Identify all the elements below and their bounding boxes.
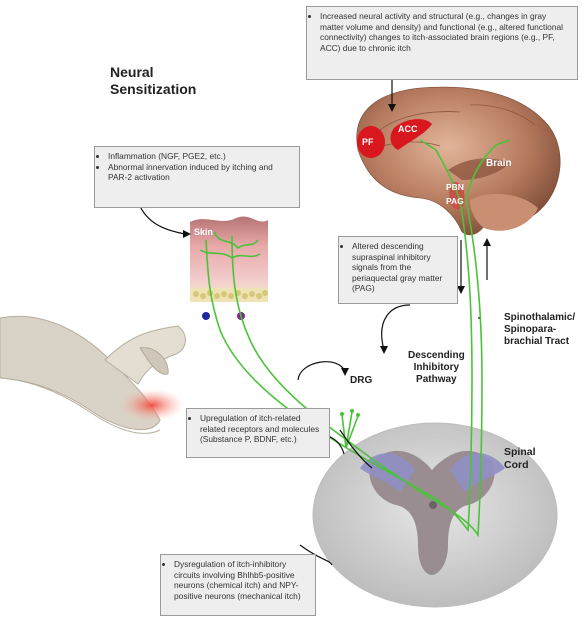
spinal-cord-line-2: Cord <box>504 459 536 472</box>
figure-title: Neural Sensitization <box>110 64 196 98</box>
arm-illustration <box>0 316 185 433</box>
note-descending: Altered descending supraspinal inhibitor… <box>338 236 458 304</box>
note-spinal-circuits: Dysregulation of itch-inhibitory circuit… <box>160 554 316 616</box>
brain-label: Brain <box>486 158 512 169</box>
acc-label: ACC <box>398 124 418 134</box>
nerve-endings <box>340 409 360 417</box>
note-skin: Inflammation (NGF, PGE2, etc.) Abnormal … <box>94 146 300 208</box>
skin-label: Skin <box>194 227 213 237</box>
pag-label: PAG <box>446 196 464 206</box>
spinal-cord-label: Spinal Cord <box>504 446 536 472</box>
note-skin-item-2: Abnormal innervation induced by itching … <box>108 162 293 183</box>
note-drg: Upregulation of itch-related related rec… <box>186 408 330 458</box>
pf-label: PF <box>362 137 374 147</box>
pbn-label: PBN <box>446 182 464 192</box>
descending-pathway-label: Descending Inhibitory Pathway <box>408 350 465 386</box>
tract-line-1: Spinothalamic/ <box>504 312 575 324</box>
drg-label: DRG <box>350 375 372 387</box>
tract-line-2: Spinopara- <box>504 324 575 336</box>
descending-line-3: Pathway <box>408 374 465 386</box>
note-brain-changes-item: Increased neural activity and structural… <box>320 11 571 53</box>
tract-label: Spinothalamic/ Spinopara- brachial Tract <box>504 312 575 348</box>
tract-line-3: brachial Tract <box>504 336 575 348</box>
note-brain-changes: Increased neural activity and structural… <box>306 6 578 80</box>
title-line-1: Neural <box>110 64 196 81</box>
spinal-cord-line-1: Spinal <box>504 446 536 459</box>
note-skin-item-1: Inflammation (NGF, PGE2, etc.) <box>108 151 293 162</box>
title-line-2: Sensitization <box>110 81 196 98</box>
descending-line-1: Descending <box>408 350 465 362</box>
note-drg-item: Upregulation of itch-related related rec… <box>200 413 323 445</box>
note-spinal-item: Dysregulation of itch-inhibitory circuit… <box>174 559 309 601</box>
descending-line-2: Inhibitory <box>408 362 465 374</box>
note-descending-item: Altered descending supraspinal inhibitor… <box>352 241 451 294</box>
brain <box>357 87 560 235</box>
